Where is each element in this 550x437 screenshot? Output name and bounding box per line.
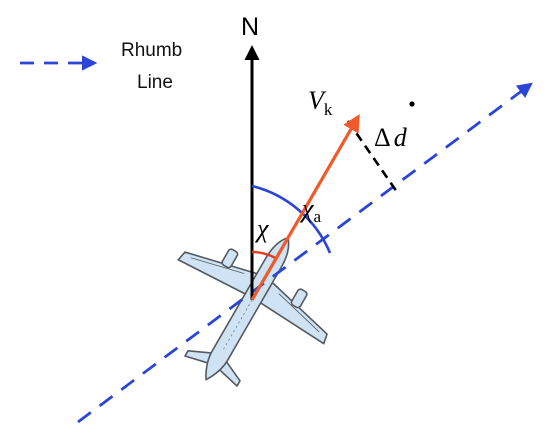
delta-symbol: Δ xyxy=(374,123,391,152)
legend-label-line1: Rhumb xyxy=(121,40,182,61)
track-angle-label: χa xyxy=(299,194,321,226)
aircraft-icon xyxy=(177,236,328,387)
rhumb-line xyxy=(77,82,533,424)
ground-velocity-label: Vk xyxy=(308,86,333,119)
course-angle-label: χ xyxy=(254,214,269,243)
d-dot xyxy=(409,101,415,107)
ground-velocity-subscript: k xyxy=(324,100,333,119)
north-label: N xyxy=(241,13,259,41)
track-angle-symbol: χ xyxy=(299,194,314,223)
d-symbol: d xyxy=(394,123,408,152)
legend: Rhumb Line xyxy=(20,40,182,93)
legend-label-line2: Line xyxy=(137,72,173,93)
aircraft-right-engine xyxy=(290,288,308,309)
track-angle-subscript: a xyxy=(313,207,321,226)
ground-velocity-symbol: V xyxy=(308,86,327,115)
track-angle-arc xyxy=(251,184,332,254)
aircraft-left-engine xyxy=(221,248,239,269)
ground-velocity-vector xyxy=(250,113,360,301)
